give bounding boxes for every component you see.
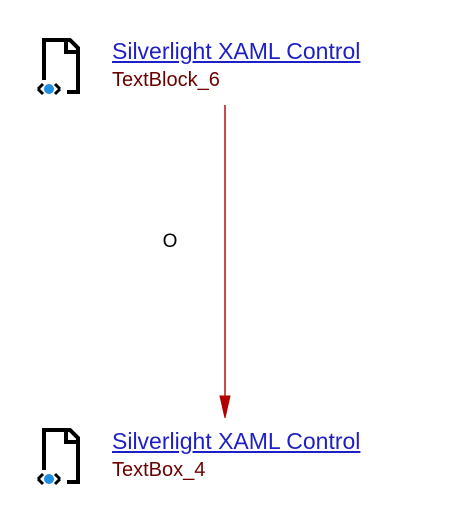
silverlight-xaml-document-icon <box>31 428 80 488</box>
link-marker: O <box>162 231 178 252</box>
source-node-title[interactable]: Silverlight XAML Control <box>112 38 361 64</box>
connector-arrowhead <box>219 395 231 419</box>
target-node-subtitle: TextBox_4 <box>112 459 206 481</box>
target-node: Silverlight XAML Control TextBox_4 <box>28 426 448 496</box>
source-node: Silverlight XAML Control TextBlock_6 <box>28 36 448 106</box>
source-node-subtitle: TextBlock_6 <box>112 69 220 91</box>
silverlight-xaml-document-icon <box>31 38 80 98</box>
target-node-title[interactable]: Silverlight XAML Control <box>112 428 361 454</box>
